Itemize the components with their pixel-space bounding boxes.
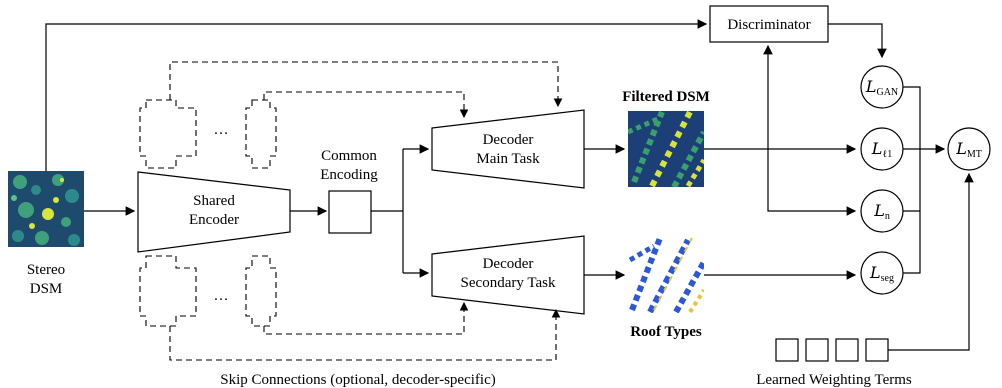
- common-encoding-box: [328, 190, 372, 234]
- loss-bus-lines: [903, 86, 946, 274]
- skip-blocks-bottom: [139, 255, 277, 327]
- loss-seg-sub: seg: [881, 273, 894, 284]
- loss-l1: Lℓ1: [860, 127, 904, 171]
- loss-mt: LMT: [947, 127, 991, 171]
- common-encoding-label-line1: Common: [321, 148, 377, 164]
- decoder-secondary-label-line1: Decoder: [483, 256, 534, 272]
- svg-text:Lseg: Lseg: [869, 263, 894, 284]
- discriminator-to-gan-arrow: [828, 23, 887, 59]
- loss-seg-symbol: L: [869, 263, 881, 282]
- loss-l1-sub: ℓ1: [882, 149, 892, 160]
- loss-l1-symbol: L: [871, 139, 883, 158]
- skip-ellipsis-top: …: [214, 122, 229, 138]
- common-encoding-label-line2: Encoding: [320, 167, 378, 183]
- loss-mt-sub: MT: [967, 149, 982, 160]
- filtered-dsm-label: Filtered DSM: [622, 89, 710, 105]
- decoder-main-block: [431, 109, 585, 189]
- weights-to-mt-arrow: [888, 172, 974, 351]
- decoder-secondary-block: [431, 235, 585, 315]
- weighting-terms-label: Learned Weighting Terms: [756, 372, 912, 388]
- decoder-secondary-label-line2: Secondary Task: [461, 275, 556, 291]
- roof-types-image: [628, 237, 704, 313]
- skip-connection-lines: [169, 61, 563, 361]
- svg-text:Ln: Ln: [873, 201, 890, 222]
- skip-ellipsis-bottom: …: [214, 288, 229, 304]
- loss-seg: Lseg: [860, 251, 904, 295]
- input-to-discriminator-arrow: [45, 19, 708, 171]
- filtered-dsm-image: [628, 111, 704, 187]
- decoder-main-label-line1: Decoder: [483, 132, 534, 148]
- shared-encoder-label-line1: Shared: [193, 193, 235, 209]
- loss-mt-symbol: L: [955, 139, 967, 158]
- shared-encoder-label-line2: Encoder: [189, 212, 239, 228]
- shared-encoder-block: [137, 171, 291, 253]
- weighting-terms-boxes: [775, 338, 889, 362]
- loss-gan-sub: GAN: [876, 87, 898, 98]
- loss-gan: LGAN: [860, 65, 904, 109]
- discriminator-box: [709, 5, 829, 43]
- decoder-main-label-line2: Main Task: [476, 151, 540, 167]
- stereo-dsm-label-line1: Stereo: [27, 262, 65, 278]
- svg-text:LMT: LMT: [955, 139, 982, 160]
- skip-connections-label: Skip Connections (optional, decoder-spec…: [220, 372, 495, 388]
- loss-n-symbol: L: [873, 201, 885, 220]
- roof-types-label: Roof Types: [630, 324, 702, 340]
- loss-n-sub: n: [885, 211, 890, 222]
- skip-blocks-top: [139, 99, 277, 169]
- stereo-dsm-image: [8, 171, 84, 247]
- to-ln-arrow: [767, 149, 857, 216]
- loss-n: Ln: [860, 189, 904, 233]
- svg-text:Lℓ1: Lℓ1: [871, 139, 892, 160]
- svg-text:LGAN: LGAN: [865, 77, 898, 98]
- stereo-dsm-label-line2: DSM: [30, 281, 63, 297]
- encoding-branch-arrows: [371, 144, 430, 278]
- loss-gan-symbol: L: [865, 77, 877, 96]
- discriminator-label: Discriminator: [727, 17, 810, 33]
